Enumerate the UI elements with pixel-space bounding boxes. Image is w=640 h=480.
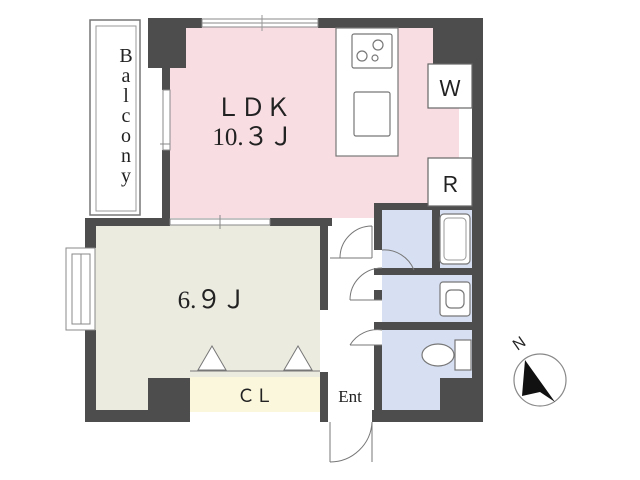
- compass: Ｎ: [509, 334, 567, 407]
- ldk-label: ＬＤＫ: [215, 95, 290, 122]
- balcony-letter: o: [121, 125, 131, 147]
- compass-north-label: Ｎ: [509, 334, 530, 356]
- balcony-letter: B: [119, 45, 132, 67]
- fridge-label: Ｒ: [439, 172, 461, 197]
- washer-space: [427, 63, 473, 109]
- balcony-letter: a: [122, 65, 131, 87]
- balcony-letter: n: [121, 145, 131, 167]
- windows: [65, 15, 319, 331]
- washer-label: Ｗ: [439, 76, 461, 101]
- compass-needle: [522, 360, 555, 402]
- bedroom-size: 6.９Ｊ: [178, 287, 247, 314]
- compass-circle: [513, 353, 567, 407]
- balcony-letter: c: [122, 105, 131, 127]
- kitchen-counter: [335, 27, 399, 157]
- balcony-letter: l: [123, 85, 129, 107]
- walls: [85, 18, 483, 422]
- closet-label: ＣＬ: [237, 386, 273, 406]
- toilet: [421, 339, 472, 371]
- entrance-label: Ent: [338, 387, 362, 406]
- balcony-letter: y: [121, 165, 131, 187]
- fridge-space: [427, 157, 473, 207]
- washbasin: [439, 281, 471, 317]
- balcony: [89, 19, 141, 216]
- ldk-size: 10.３Ｊ: [212, 124, 293, 151]
- doors: [190, 225, 415, 463]
- closet-floor: [190, 377, 320, 412]
